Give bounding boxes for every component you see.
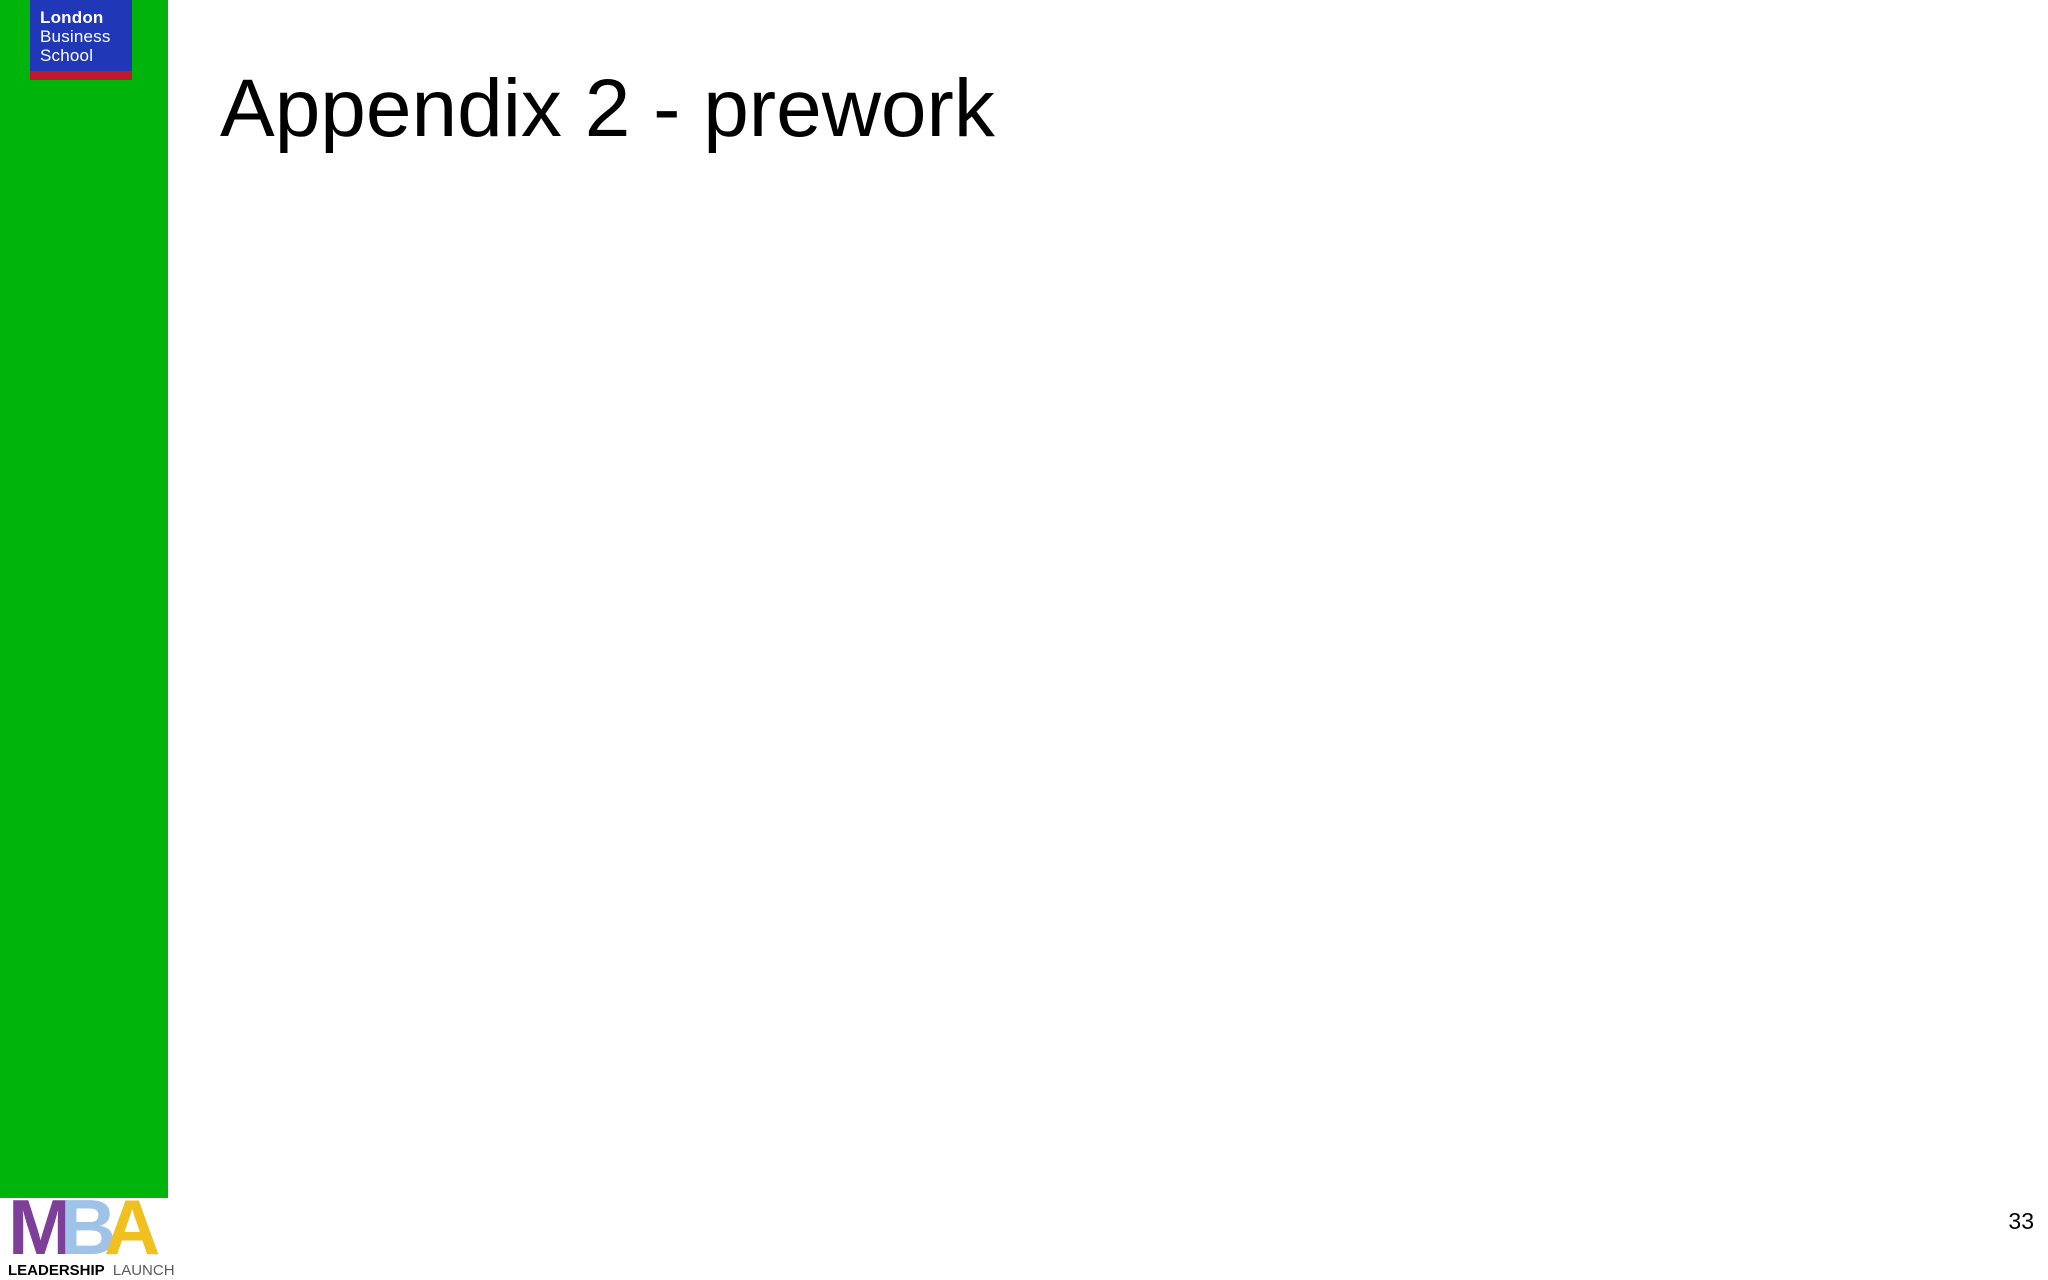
slide-title: Appendix 2 - prework [220, 63, 995, 154]
lbs-logo-line-london: London [40, 8, 104, 27]
mba-logo-tagline: LEADERSHIP LAUNCH [8, 1262, 178, 1279]
lbs-logo-line-business: Business [40, 27, 111, 46]
mba-letter-a: A [104, 1183, 161, 1271]
lbs-logo: London Business School [30, 0, 132, 80]
mba-logo: M B A LEADERSHIP LAUNCH [8, 1183, 178, 1279]
mba-letter-b: B [60, 1183, 117, 1271]
sidebar-green-bar [0, 0, 168, 1198]
mba-logo-letters: M B A [8, 1183, 178, 1271]
mba-letter-m: M [8, 1183, 73, 1271]
lbs-logo-red-stripe [30, 71, 132, 80]
lbs-logo-blue-box: London Business School [30, 0, 132, 71]
lbs-logo-line-school: School [40, 46, 94, 65]
mba-tagline-launch: LAUNCH [112, 1262, 175, 1279]
mba-tagline-leadership: LEADERSHIP [8, 1262, 105, 1279]
page-number: 33 [2008, 1208, 2034, 1234]
